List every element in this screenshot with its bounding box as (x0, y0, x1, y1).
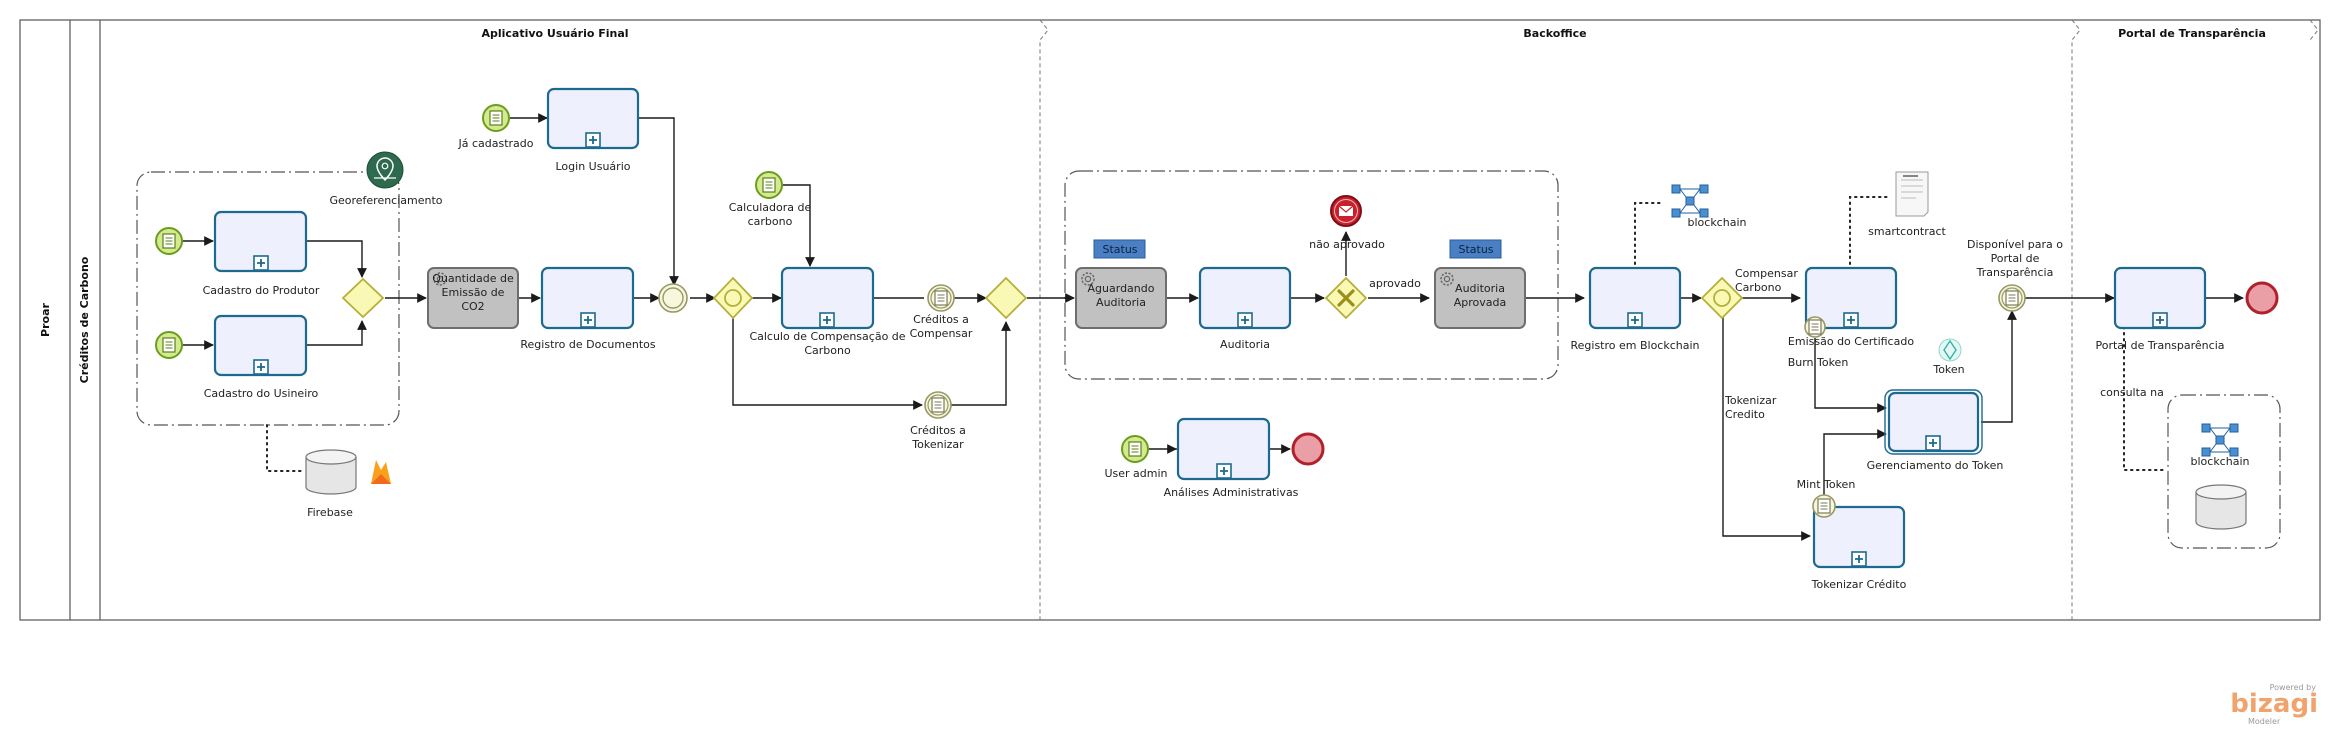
start-event-produtor[interactable] (155, 227, 183, 255)
start-event-calculadora[interactable] (755, 171, 783, 199)
intermediate-event-nao-aprovado[interactable] (1330, 195, 1362, 227)
start-event-calculadora-label: Calculadora de carbono (728, 201, 812, 228)
svg-text:Powered by: Powered by (2270, 683, 2317, 692)
intermediate-event-merge[interactable] (658, 283, 688, 313)
task-login-usuario[interactable] (546, 87, 640, 150)
task-gerenciamento-token[interactable] (1884, 389, 1983, 455)
blockchain-top-label: blockchain (1688, 216, 1747, 229)
smartcontract-label: smartcontract (1868, 225, 1946, 238)
svg-text:Status: Status (1102, 243, 1137, 256)
task-registro-documentos[interactable] (540, 266, 635, 330)
task-auditoria-aprovada-label: Auditoria Aprovada (1453, 282, 1507, 309)
intermediate-event-burn-token[interactable] (1804, 316, 1826, 338)
pool-name: Proar (39, 302, 52, 336)
task-registro-blockchain-label: Registro em Blockchain (1570, 339, 1699, 352)
intermediate-event-burn-token-label: Burn Token (1788, 356, 1849, 369)
audit-group (1064, 170, 1559, 380)
task-cadastro-produtor[interactable] (213, 210, 308, 273)
intermediate-event-mint-token-label: Mint Token (1797, 478, 1856, 491)
flow-label-consulta-na: consulta na (2100, 386, 2164, 399)
task-emissao-certificado[interactable] (1804, 266, 1898, 330)
start-event-user-admin[interactable] (1121, 435, 1149, 463)
task-tokenizar-credito-label: Tokenizar Crédito (1811, 578, 1907, 591)
phase-backoffice: Backoffice (1523, 27, 1586, 40)
end-event-admin[interactable] (1291, 432, 1325, 466)
flow-label-compensar-carbono: Compensar Carbono (1735, 267, 1798, 294)
task-registro-documentos-label: Registro de Documentos (520, 338, 655, 351)
smartcontract-document-icon (1895, 171, 1929, 217)
firebase-logo-icon (371, 460, 391, 484)
intermediate-event-creditos-tokenizar-label: Créditos a Tokenizar (910, 424, 966, 451)
bizagi-logo: Powered by bizagi Modeler (2230, 683, 2318, 726)
task-analises-admin-label: Análises Administrativas (1164, 486, 1299, 499)
svg-text:Status: Status (1458, 243, 1493, 256)
task-tokenizar-credito[interactable] (1812, 505, 1906, 569)
start-event-user-admin-label: User admin (1104, 467, 1167, 480)
georeferenciamento-label: Georeferenciamento (329, 194, 442, 207)
blockchain-portal-label: blockchain (2191, 455, 2250, 468)
phase-app: Aplicativo Usuário Final (481, 27, 628, 40)
task-login-usuario-label: Login Usuário (556, 160, 631, 173)
sequence-flows (181, 113, 2244, 541)
intermediate-event-creditos-compensar-label: Créditos a Compensar (909, 313, 973, 340)
task-calculo-compensacao[interactable] (780, 266, 875, 330)
task-portal-transparencia[interactable] (2113, 266, 2207, 330)
flow-label-aprovado: aprovado (1369, 277, 1421, 290)
phase-separator-2 (2071, 19, 2081, 620)
start-event-usineiro[interactable] (155, 331, 183, 359)
start-event-ja-cadastrado[interactable] (482, 104, 510, 132)
gateway-merge-credits[interactable] (984, 276, 1028, 320)
firebase-database-icon (305, 449, 357, 495)
token-label: Token (1932, 363, 1964, 376)
status-badge-2: Status (1449, 239, 1502, 259)
task-auditoria-label: Auditoria (1220, 338, 1270, 351)
gateway-registration-merge[interactable] (341, 277, 385, 319)
portal-blockchain-group (2167, 394, 2281, 549)
task-quantidade-emissao[interactable] (427, 267, 519, 329)
associations (266, 196, 2166, 472)
intermediate-event-creditos-tokenizar[interactable] (924, 391, 952, 419)
gateway-credit-destination[interactable] (1700, 276, 1744, 320)
flow-label-nao-aprovado: não aprovado (1309, 238, 1385, 251)
intermediate-event-creditos-compensar[interactable] (927, 284, 955, 312)
lane-name: Créditos de Carbono (78, 256, 91, 383)
task-calculo-compensacao-label: Calculo de Compensação de Carbono (749, 330, 906, 357)
intermediate-event-disponivel-portal-label: Disponível para o Portal de Transparênci… (1966, 238, 2064, 279)
task-emissao-certificado-label: Emissão do Certificado (1788, 335, 1914, 348)
pool-frame (19, 19, 2321, 621)
flow-label-tokenizar-credito: Tokenizar Credito (1725, 394, 1777, 421)
georeferenciamento-icon (366, 151, 404, 189)
gateway-audit-decision[interactable] (1324, 276, 1368, 320)
svg-text:Modeler: Modeler (2248, 717, 2281, 726)
task-cadastro-produtor-label: Cadastro do Produtor (203, 284, 320, 297)
task-cadastro-usineiro[interactable] (213, 314, 308, 377)
intermediate-event-disponivel-portal[interactable] (1998, 284, 2026, 312)
firebase-label: Firebase (307, 506, 353, 519)
phase-separator-1 (1039, 19, 1049, 620)
task-analises-admin[interactable] (1176, 417, 1271, 481)
task-auditoria-aprovada[interactable] (1434, 267, 1526, 329)
task-auditoria[interactable] (1198, 266, 1292, 330)
gateway-split-credits[interactable] (712, 276, 754, 320)
svg-text:bizagi: bizagi (2230, 689, 2318, 719)
task-aguardando-auditoria[interactable] (1075, 267, 1167, 329)
task-quantidade-emissao-label: Quantidade de Emissão de CO2 (432, 272, 514, 313)
blockchain-portal-database-icon (2195, 484, 2247, 530)
token-icon (1938, 338, 1962, 362)
task-cadastro-usineiro-label: Cadastro do Usineiro (204, 387, 319, 400)
task-registro-blockchain[interactable] (1588, 266, 1682, 330)
intermediate-event-mint-token[interactable] (1812, 494, 1836, 518)
status-badge-1: Status (1093, 239, 1146, 259)
start-event-ja-cadastrado-label: Já cadastrado (457, 137, 533, 150)
task-gerenciamento-token-label: Gerenciamento do Token (1867, 459, 2004, 472)
phase-separator-end (2309, 19, 2319, 41)
phase-portal: Portal de Transparência (2118, 27, 2266, 40)
end-event-portal[interactable] (2245, 281, 2279, 315)
task-aguardando-auditoria-label: Aguardando Auditoria (1087, 282, 1155, 309)
task-portal-transparencia-label: Portal de Transparência (2095, 339, 2224, 352)
